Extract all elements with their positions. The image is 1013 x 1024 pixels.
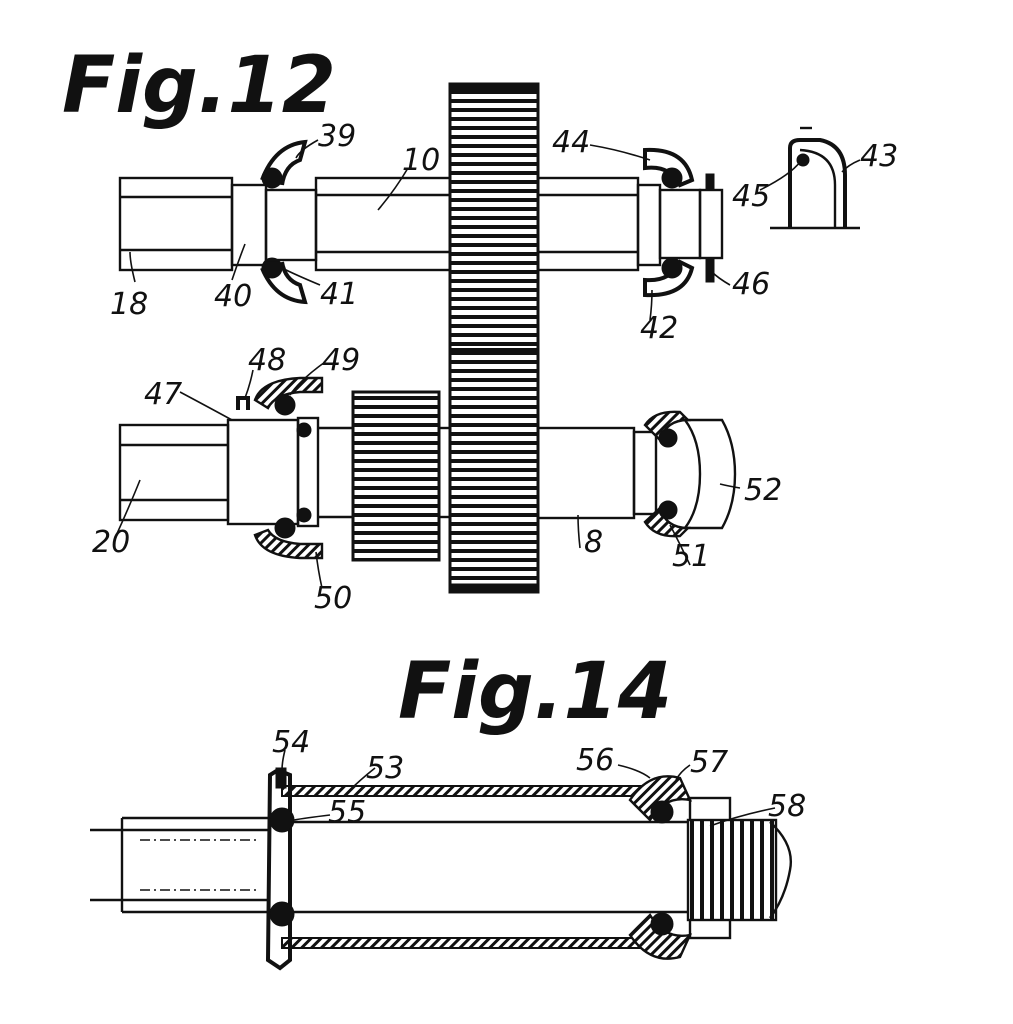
threaded-part-58 xyxy=(686,818,778,922)
lower-shaft-assembly xyxy=(118,376,737,562)
ref-48: 48 xyxy=(248,343,286,378)
bearing-ball-top xyxy=(261,167,283,189)
ref-43: 43 xyxy=(860,139,898,174)
ref-51: 51 xyxy=(672,539,710,574)
ball-55 xyxy=(269,807,295,833)
ref-53: 53 xyxy=(366,751,404,786)
collar-47 xyxy=(226,418,300,526)
ref-49: 49 xyxy=(322,343,360,378)
ref-47: 47 xyxy=(144,377,182,412)
bearing-cup-39 xyxy=(260,139,308,186)
ref-45: 45 xyxy=(732,179,770,214)
shaft-end-18 xyxy=(118,176,234,272)
ref-46: 46 xyxy=(732,267,770,302)
large-gear-teeth xyxy=(448,82,540,594)
tube-wall-bottom xyxy=(281,937,643,949)
spool-52 xyxy=(682,418,737,530)
fig12-title: Fig.12 xyxy=(62,41,336,131)
shaft-tip-46 xyxy=(698,188,724,260)
ref-44: 44 xyxy=(552,125,590,160)
ref-55: 55 xyxy=(328,795,366,830)
ref-8: 8 xyxy=(584,525,603,560)
ref-18: 18 xyxy=(110,287,148,322)
ref-10: 10 xyxy=(402,143,440,178)
ref-56: 56 xyxy=(576,743,614,778)
ref-54: 54 xyxy=(272,725,310,760)
bearing-cup-42 xyxy=(643,259,695,298)
ref-42: 42 xyxy=(640,311,678,346)
detail-cup-43 xyxy=(770,126,860,230)
main-shaft-8 xyxy=(536,426,636,520)
fig14-title: Fig.14 xyxy=(398,647,672,737)
ref-52: 52 xyxy=(744,473,782,508)
ref-20: 20 xyxy=(92,525,130,560)
bearing-cup-44 xyxy=(643,147,695,188)
ref-58: 58 xyxy=(768,789,806,824)
ref-57: 57 xyxy=(690,745,728,780)
leader-lines xyxy=(114,139,861,827)
shaft-journal-40 xyxy=(230,183,268,267)
main-shaft-10 xyxy=(314,176,452,272)
end-cap-54 xyxy=(265,767,292,971)
ref-50: 50 xyxy=(314,581,352,616)
small-gear xyxy=(351,390,441,562)
ref-39: 39 xyxy=(318,119,356,154)
large-gear xyxy=(448,82,540,594)
ref-40: 40 xyxy=(214,279,252,314)
tube-assembly xyxy=(90,767,792,971)
shaft-end-20 xyxy=(118,423,230,522)
ref-41: 41 xyxy=(320,277,358,312)
